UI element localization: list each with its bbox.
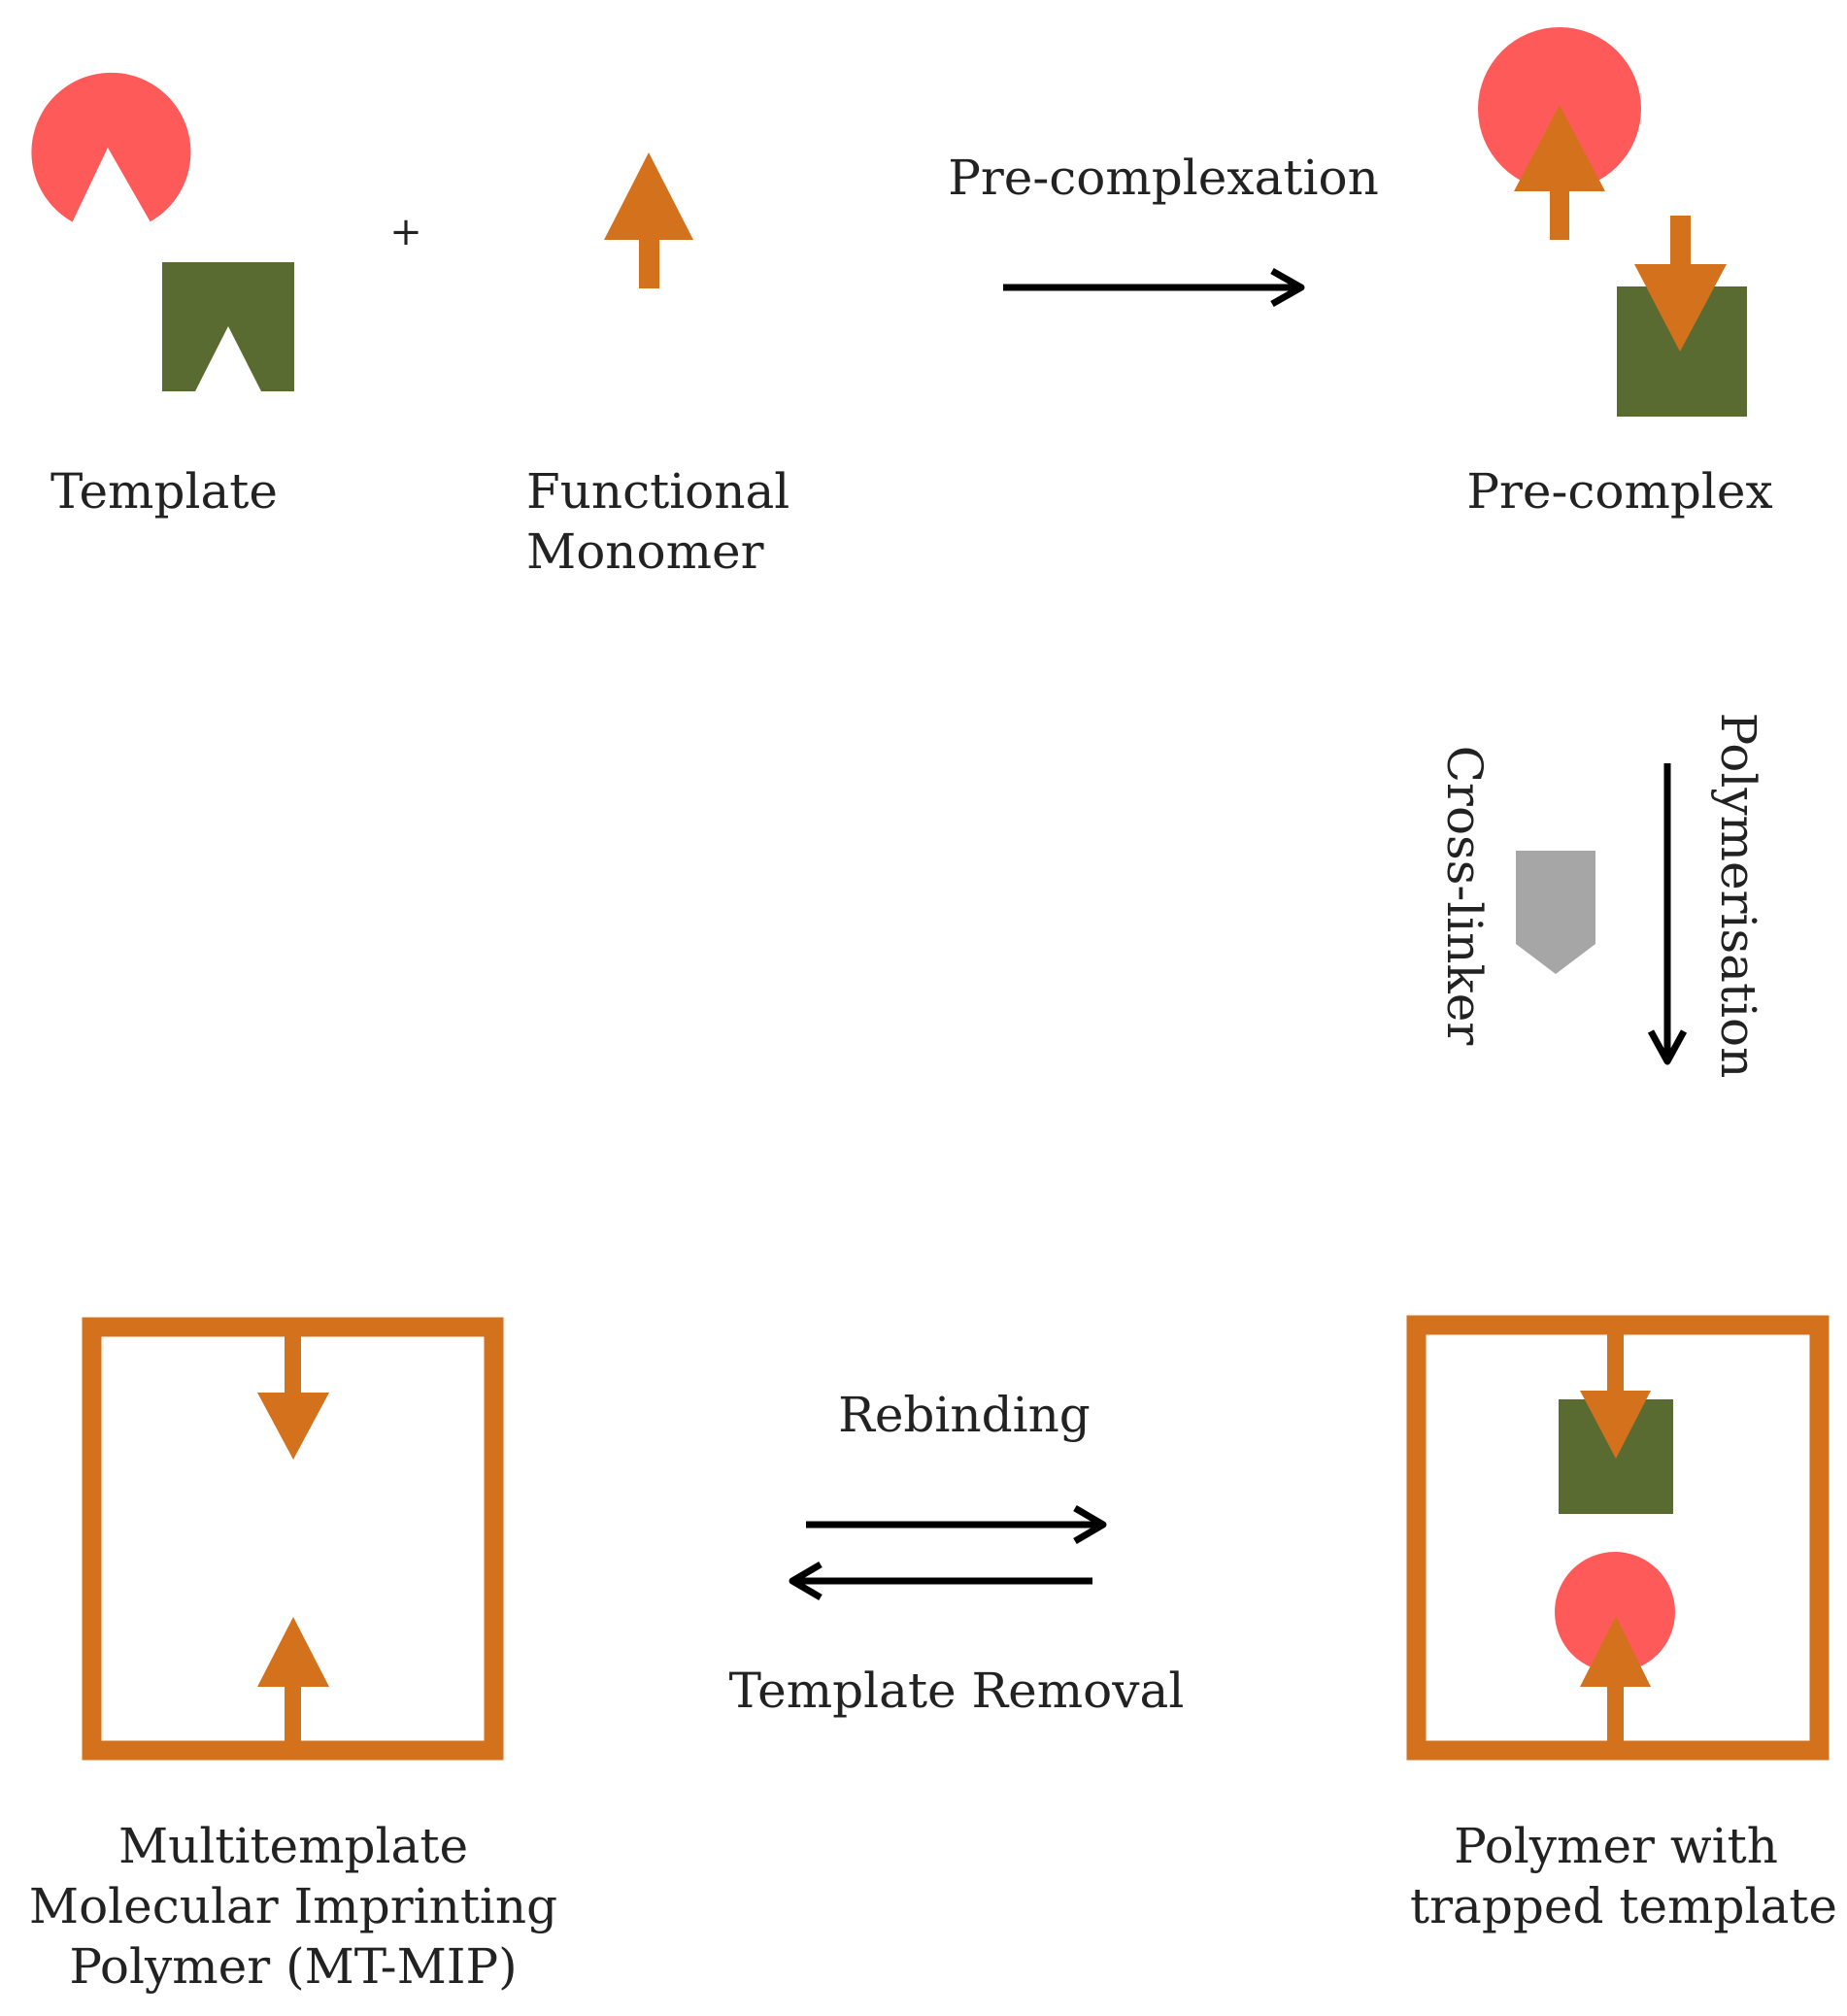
crosslinker-label: Cross-linker (1436, 746, 1493, 1046)
trapped-bottom-monomer-stem (1607, 1685, 1624, 1741)
mtmip-label-line3: Polymer (MT-MIP) (69, 1938, 517, 1995)
trapped-polymer-frame (1406, 1315, 1830, 1761)
trapped-bottom-monomer-head-icon (1580, 1616, 1651, 1687)
template-removal-arrow (789, 1561, 1092, 1601)
functional-monomer-icon (604, 152, 693, 288)
template-removal-label: Template Removal (729, 1663, 1185, 1719)
mtmip-label-line1: Multitemplate (118, 1818, 468, 1874)
template-circle-icon (31, 72, 191, 222)
mtmip-top-monomer-stem (285, 1336, 301, 1396)
trapped-label-line2: trapped template (1410, 1878, 1837, 1934)
rebinding-arrow (806, 1504, 1107, 1545)
polymerisation-label: Polymerisation (1710, 713, 1766, 1079)
mtmip-bottom-monomer-head-icon (257, 1617, 329, 1687)
mtmip-polymer-frame (82, 1317, 504, 1761)
trapped-top-monomer-head-icon (1580, 1391, 1651, 1459)
trapped-polymer-group (1406, 1315, 1830, 1761)
precomplexation-arrow (1003, 267, 1305, 308)
mtmip-top-monomer-head-icon (257, 1393, 329, 1460)
trapped-label-line1: Polymer with (1454, 1818, 1778, 1874)
polymerisation-arrow (1647, 763, 1688, 1065)
plus-sign: + (389, 210, 422, 254)
precomplex-label: Pre-complex (1466, 463, 1772, 520)
rebinding-label: Rebinding (838, 1387, 1091, 1443)
template-group (31, 72, 294, 391)
trapped-top-monomer-stem (1607, 1334, 1624, 1398)
precomplex-group (1478, 27, 1747, 417)
template-label: Template (50, 463, 278, 520)
crosslinker-icon (1516, 851, 1595, 974)
precomplexation-label: Pre-complexation (948, 150, 1379, 206)
mtmip-label-line2: Molecular Imprinting (29, 1878, 557, 1934)
precomplex-monomer-up-icon (1514, 105, 1605, 191)
trapped-template-circle-icon (1555, 1552, 1675, 1672)
functional-monomer-label-line1: Functional (526, 463, 789, 520)
template-block-icon (162, 262, 294, 391)
mtmip-polymer-group (82, 1317, 504, 1761)
mtmip-bottom-monomer-stem (285, 1685, 301, 1741)
functional-monomer-label-line2: Monomer (526, 523, 764, 580)
